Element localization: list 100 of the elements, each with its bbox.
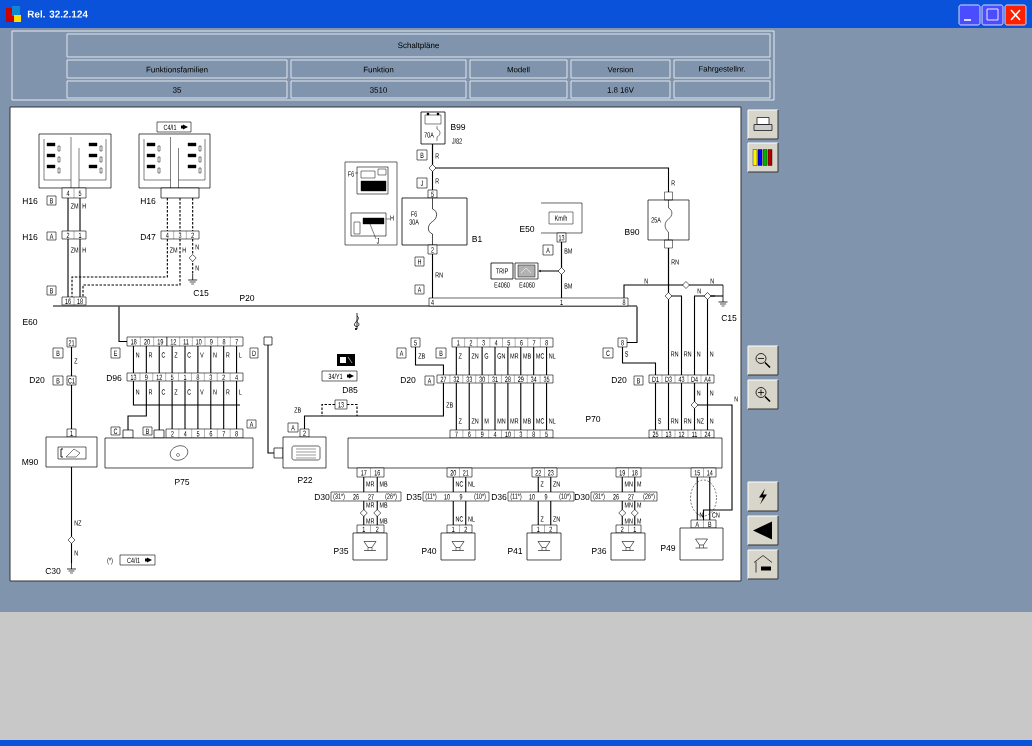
wire [667,247,683,376]
wire [223,345,225,374]
wire [210,345,212,374]
speaker-box: P40 [422,532,476,561]
node-label: P75 [175,479,190,485]
speaker-box: P49 [661,527,724,561]
wire [431,143,670,193]
wire [79,197,81,232]
component-label: H16 [22,198,38,204]
wire [623,284,724,299]
wire [363,476,365,493]
wire [533,382,535,431]
module-box: P75 [104,437,254,485]
wire [236,345,238,374]
wire [127,380,147,431]
node-label: P40 [422,548,437,554]
node-label: P22 [298,477,313,483]
relay-box [38,133,112,189]
node-label: M90 [22,459,38,465]
wire [468,382,470,431]
node-label: B99 [451,124,466,130]
wire [179,197,181,232]
wire [158,380,160,431]
wire [236,380,238,430]
component-label: E60 [23,319,38,325]
wire [626,305,638,344]
component-label: D20 [400,377,416,383]
wire [537,500,539,526]
wire [494,346,496,376]
wire [145,345,147,374]
component-label: D36 [491,494,507,500]
node-label: P49 [661,545,676,551]
wire [70,466,73,564]
wire [621,500,623,526]
wire [132,345,134,374]
wire [70,346,73,377]
wire [481,382,483,431]
wire [166,197,168,232]
wire [654,382,657,431]
wire [546,382,548,431]
speaker-box: P35 [334,532,388,561]
connector-strip [160,187,200,199]
node-label: D85 [342,387,358,393]
pin-box [263,336,273,346]
wire [71,238,168,298]
wire [223,380,225,430]
wire [431,253,434,299]
wire [452,476,454,493]
wire [706,295,716,376]
wire [303,382,444,430]
wire [67,238,69,298]
wire [709,476,711,521]
wire [465,476,467,493]
wire [192,238,194,275]
ground-point: C15 [187,273,209,296]
wire [507,346,509,376]
wire [452,500,454,526]
wire [210,380,212,430]
wire [507,382,509,431]
node-label: P36 [592,548,607,554]
wire [680,382,683,431]
wire [621,346,657,376]
wire [321,403,336,417]
wire [376,476,378,493]
ground-point: C30 [45,562,77,574]
pin-box [122,429,134,439]
component-label: H16 [140,198,156,204]
wire [346,403,358,417]
wire [465,500,467,526]
wire [634,476,636,493]
wire [538,241,563,273]
node-label: B1 [472,236,482,242]
wire [192,197,194,232]
wire [184,345,186,374]
wire [82,238,181,298]
wire [481,346,483,376]
wire [79,238,81,298]
wire [158,345,160,374]
node-label: P70 [586,416,601,422]
speaker-box: P41 [508,532,562,561]
wire [693,382,733,521]
wire [363,500,365,526]
component-label: D20 [29,377,45,383]
wire [197,380,199,430]
wire [621,476,623,493]
wire [455,382,457,431]
wire [533,346,535,376]
wire [494,382,496,431]
wire [706,382,709,431]
wire [520,382,522,431]
component-label: D96 [106,375,122,381]
wire [70,384,73,430]
wire [267,344,275,454]
wire [132,380,241,406]
component-label: D20 [611,377,627,383]
module-box: P22 [282,436,327,483]
wire [468,346,470,376]
wire [667,382,670,431]
wire [414,346,444,376]
window-title: Rel. 32.2.124 [27,10,88,18]
